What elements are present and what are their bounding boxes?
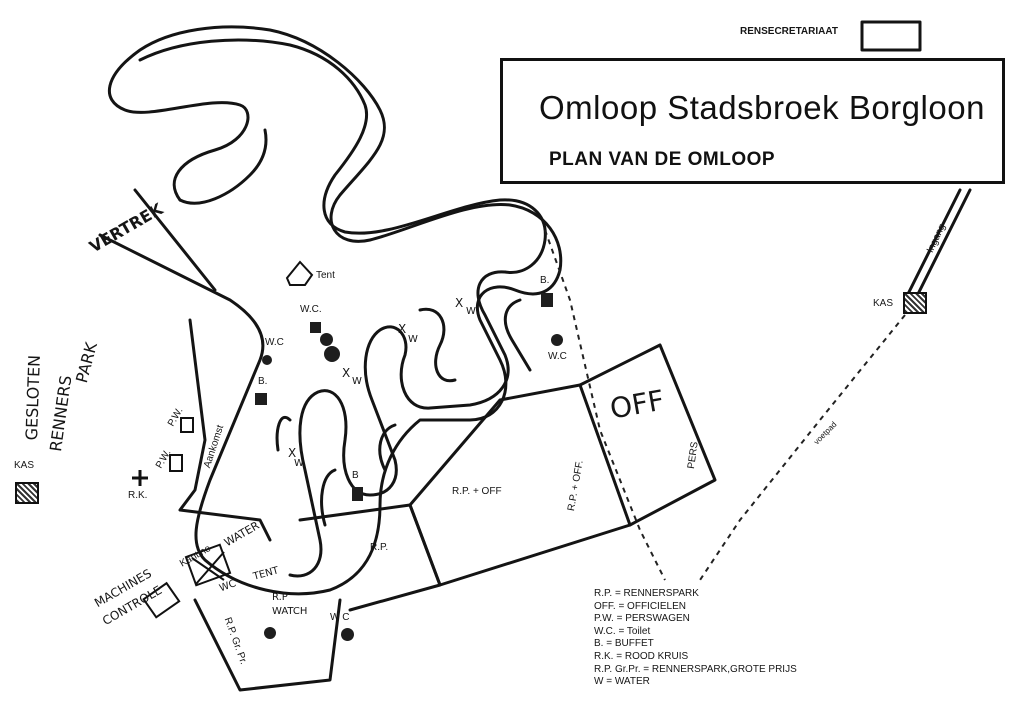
pw-box-2 <box>169 454 183 472</box>
kas-label-left: KAS <box>14 460 35 471</box>
kantine-box <box>184 543 232 587</box>
water-w-2: W <box>408 334 418 345</box>
zone-off <box>578 343 717 527</box>
wc-dot-lower-left <box>264 627 276 639</box>
water-w-3: W <box>352 376 362 387</box>
buffet-label-right: B. <box>540 275 550 286</box>
kas-box-left <box>15 482 39 504</box>
zone-lower-left <box>193 598 342 692</box>
legend-item: R.P. Gr.Pr. = RENNERSPARK,GROTE PRIJS <box>594 663 797 675</box>
wc-label-lower: W C <box>330 612 350 623</box>
water-w-1: W <box>466 306 476 317</box>
rp-short-label: R.P <box>272 592 288 603</box>
legend-item: W = WATER <box>594 676 650 688</box>
footpath-dashed <box>544 229 906 581</box>
zone-rp-off <box>408 383 632 587</box>
kas-label-right: KAS <box>873 298 894 309</box>
rk-cross <box>132 470 148 486</box>
kantine-box-cross <box>191 551 225 585</box>
buffet-square-middle <box>352 487 363 501</box>
legend-item: R.K. = ROOD KRUIS <box>594 650 689 662</box>
entrance-path-2 <box>904 188 962 300</box>
map-title: Omloop Stadsbroek Borgloon <box>539 89 985 126</box>
course-switchbacks-inner <box>275 298 532 527</box>
legend-item: P.W. = PERSWAGEN <box>594 613 690 625</box>
entrance-path <box>913 188 972 302</box>
wc-label-left: W.C <box>265 337 284 348</box>
rensecretariaat-label: RENSECRETARIAAT <box>740 26 838 37</box>
course-inner-line <box>138 38 547 274</box>
wc-dot-label-1: W.C. <box>300 304 322 315</box>
course-switchbacks <box>288 270 510 578</box>
wc-marker-dot-2 <box>324 346 340 362</box>
water-x-1: X <box>455 296 464 310</box>
wc-label-right: W.C <box>548 351 567 362</box>
buffet-square-left <box>255 393 267 405</box>
legend: R.P. = RENNERSPARK OFF. = OFFICIELEN P.W… <box>594 588 797 689</box>
rp-zone-label: R.P. <box>370 542 389 553</box>
left-access <box>133 188 217 292</box>
watch-label: WATCH <box>272 606 308 617</box>
legend-item: R.P. = RENNERSPARK <box>594 588 699 599</box>
legend-item: W.C. = Toilet <box>594 625 651 637</box>
wc-marker-dot-1 <box>320 333 333 346</box>
buffet-label-middle: B <box>352 470 359 481</box>
pw-box-1 <box>180 417 194 433</box>
legend-item: B. = BUFFET <box>594 638 654 650</box>
legend-item: OFF. = OFFICIELEN <box>594 600 686 612</box>
rensecretariaat-box <box>860 20 922 52</box>
wc-dot-left <box>262 355 272 365</box>
course-outer-line <box>98 25 563 596</box>
water-w-4: W <box>294 458 304 469</box>
left-boundary <box>178 318 272 542</box>
wc-marker-square <box>310 322 321 333</box>
gesloten-label: GESLOTEN <box>22 354 44 441</box>
wc-dot-right <box>551 334 563 346</box>
tent-top <box>285 260 314 286</box>
water-x-3: X <box>342 366 351 380</box>
tent-label: Tent <box>316 270 335 281</box>
wc-dot-lower <box>341 628 354 641</box>
map-subtitle: PLAN VAN DE OMLOOP <box>549 149 776 170</box>
buffet-label-left: B. <box>258 376 268 387</box>
water-x-4: X <box>288 446 297 460</box>
title-box: Omloop Stadsbroek Borgloon PLAN VAN DE O… <box>500 58 1005 184</box>
rp-off-zone-label: R.P. + OFF <box>452 486 502 497</box>
rk-label: R.K. <box>128 490 148 501</box>
buffet-square-right <box>541 293 553 307</box>
water-x-2: X <box>398 322 407 336</box>
controle-box <box>142 581 181 619</box>
kas-box-right <box>903 292 927 314</box>
